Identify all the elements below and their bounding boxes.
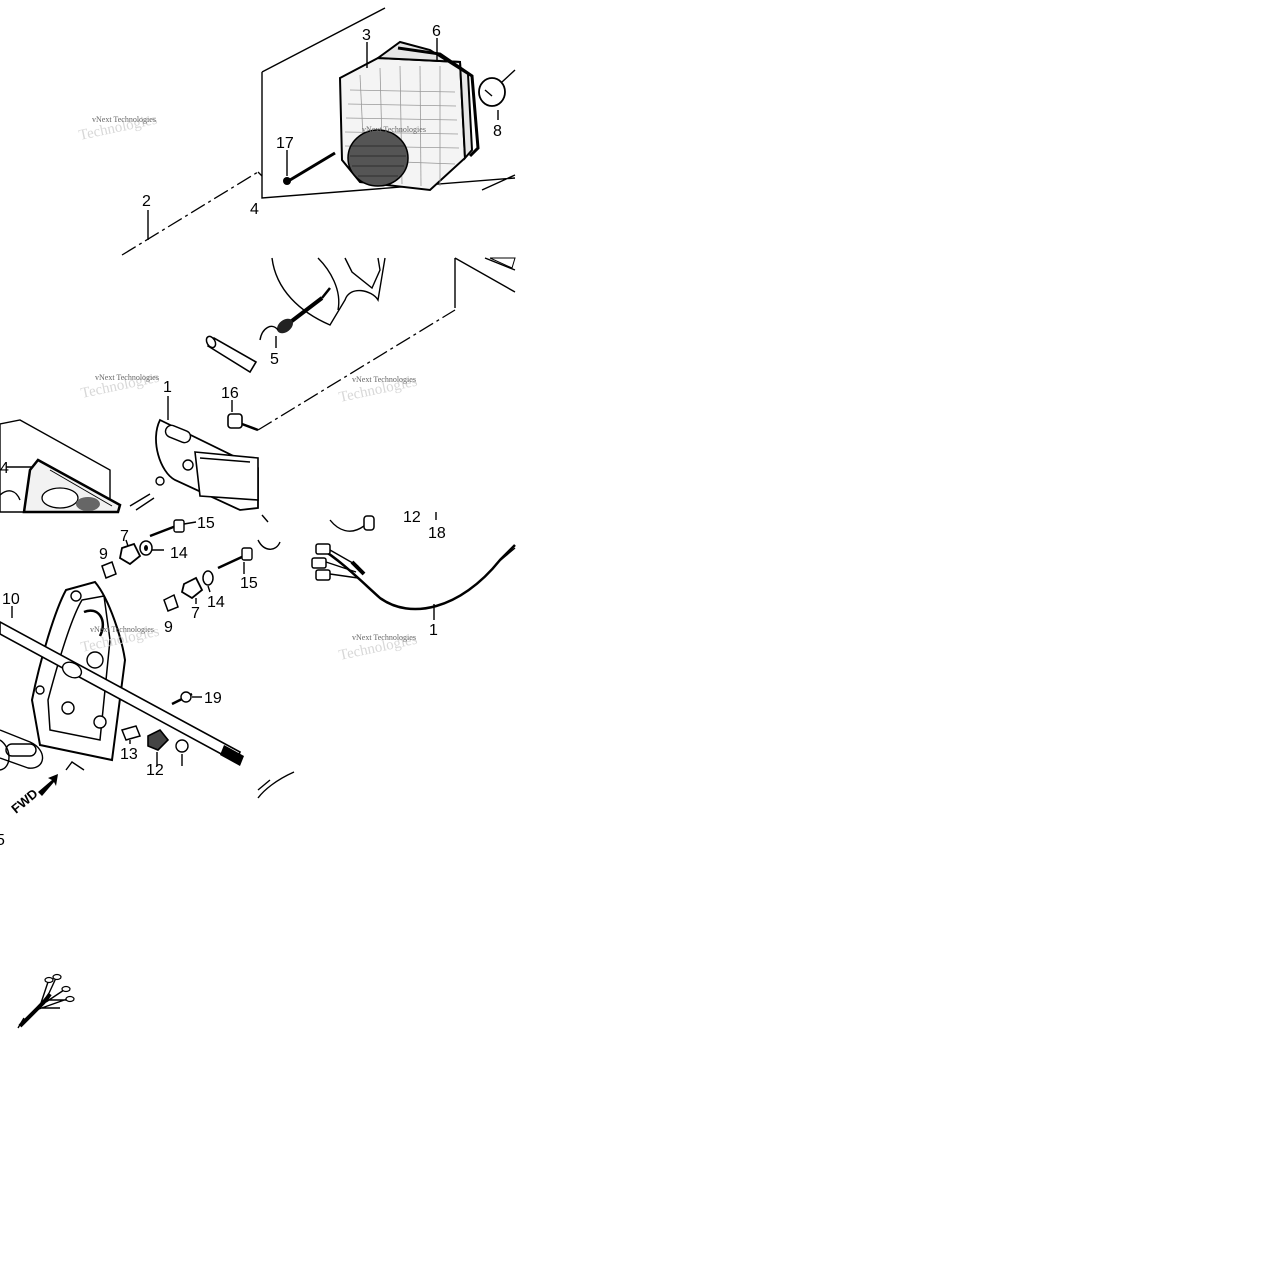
callout-4b: 4 [0,460,9,477]
bulb [478,69,516,107]
callout-14b: 14 [207,594,225,611]
callout-13: 13 [120,746,138,763]
callout-4: 4 [250,201,259,218]
bolt-5 [259,287,331,341]
callout-12: 12 [146,762,164,779]
callout-5b: 5 [0,832,5,849]
screw-17 [283,151,336,185]
callout-9b: 9 [164,619,173,636]
callout-1: 1 [163,379,172,396]
wire-harness [311,515,516,611]
forward-label: FWD [8,786,40,817]
cap-9b [163,593,179,612]
callout-8: 8 [493,123,502,140]
bolt-15b [217,547,253,570]
watermark: vNext Technologies [90,625,154,634]
watermark: vNext Technologies [95,373,159,382]
callout-9: 9 [99,546,108,563]
callout-17: 17 [276,135,294,152]
nut-12 [147,728,189,753]
callout-19: 19 [204,690,222,707]
tile-hardware: 15 7 14 9 15 7 14 9 [0,509,516,849]
nut-7b [180,570,214,600]
callout-2: 2 [142,193,151,210]
watermark: vNext Technologies [362,125,426,134]
watermark: vNext Technologies [92,115,156,124]
license-bracket [155,418,259,511]
tile-bracket: 5 16 1 [0,257,516,514]
callout-16: 16 [221,385,239,402]
callout-3: 3 [362,27,371,44]
callout-5: 5 [270,351,279,368]
callout-15: 15 [197,515,215,532]
spacer [205,335,258,374]
nut-7 [118,540,153,566]
collar-13 [120,725,142,741]
callout-18: 18 [428,525,446,542]
callout-12b: 12 [403,509,421,526]
callout-10: 10 [2,591,20,608]
callout-15b: 15 [240,575,258,592]
gasket [397,46,480,158]
callout-14: 14 [170,545,188,562]
cap-9 [101,561,117,579]
shaft-10 [0,621,244,766]
callout-6: 6 [432,23,441,40]
watermark: vNext Technologies [352,375,416,384]
callout-7: 7 [120,528,129,545]
bolt-15 [149,519,197,538]
license-light [0,419,155,514]
wire-bundle [17,973,75,1029]
tile-taillight: 3 6 8 17 2 4 Technologies vNext Technolo… [78,7,516,256]
bolt-16 [227,413,259,432]
watermark: vNext Technologies [352,633,416,642]
bolt-19 [171,691,202,706]
taillight-lens [338,40,474,192]
callout-1b: 1 [429,622,438,639]
forward-arrow: FWD [8,774,58,816]
callout-7b: 7 [191,605,200,622]
